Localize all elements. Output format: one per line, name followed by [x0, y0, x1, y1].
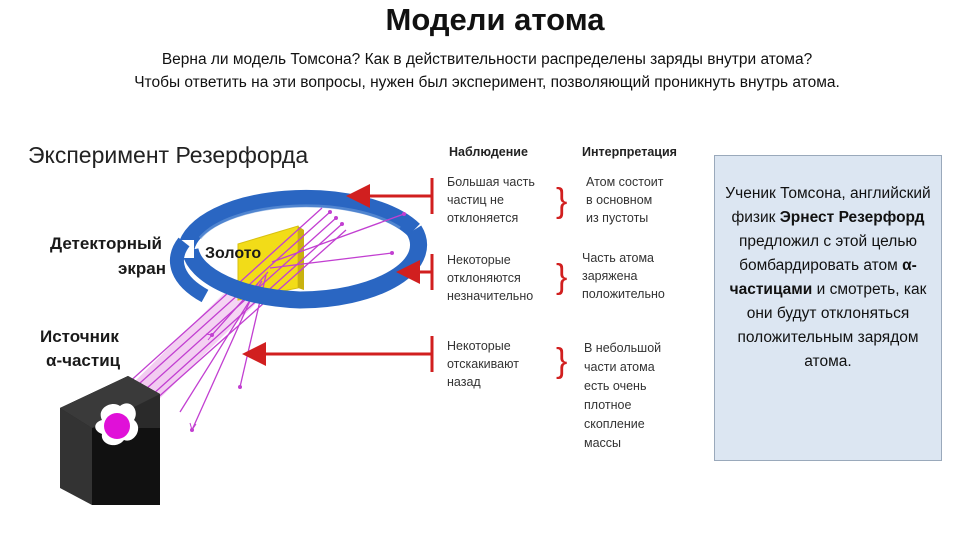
observation-arrows [242, 178, 434, 372]
row1-interpretation-3: из пустоты [586, 211, 648, 225]
row2-interpretation-3: положительно [582, 287, 665, 301]
row1-observation-3: отклоняется [447, 211, 518, 225]
braces: } } } [556, 182, 567, 380]
explanation-name: Эрнест Резерфорд [779, 209, 925, 226]
row3-interpretation-3: есть очень [584, 379, 646, 393]
row3-interpretation-1: В небольшой [584, 341, 661, 355]
detector-ring-back [177, 189, 420, 251]
row3-observation-1: Некоторые [447, 339, 511, 353]
row1-observation-1: Большая часть [447, 175, 535, 189]
rutherford-diagram: Эксперимент Резерфорда Наблюдение Интерп… [28, 142, 677, 505]
row2-interpretation-2: заряжена [582, 269, 637, 283]
row2-observation-3: незначительно [447, 289, 533, 303]
row1-interpretation-2: в основном [586, 193, 652, 207]
intro-text: Верна ли модель Томсона? Как в действите… [0, 48, 960, 94]
explanation-box: Ученик Томсона, английский физик Эрнест … [714, 155, 942, 461]
svg-text:}: } [556, 342, 567, 380]
detector-label-2: экран [118, 259, 166, 278]
column-observation: Наблюдение [449, 145, 528, 159]
row3-observation-2: отскакивают [447, 357, 519, 371]
column-interpretation: Интерпретация [582, 145, 677, 159]
intro-line-1: Верна ли модель Томсона? Как в действите… [161, 51, 813, 68]
row3-interpretation-5: скопление [584, 417, 645, 431]
explanation-text-2: предложил с этой целью бомбардировать ат… [738, 233, 918, 274]
svg-text:}: } [556, 182, 567, 220]
row3-interpretation-4: плотное [584, 398, 631, 412]
explanation-text-3: и смотреть, как они будут отклоняться по… [737, 281, 927, 370]
explanation-text-1: Ученик Томсона, английский физик [725, 185, 931, 226]
diagram-heading: Эксперимент Резерфорда [28, 142, 308, 168]
alpha-source-box [60, 376, 160, 505]
source-label-1: Источник [40, 327, 119, 346]
svg-text:}: } [556, 258, 567, 296]
intro-line-2: Чтобы ответить на эти вопросы, нужен был… [134, 74, 840, 91]
row3-interpretation-2: части атома [584, 360, 655, 374]
row3-interpretation-6: массы [584, 436, 621, 450]
explanation-alpha: α-частицами [729, 257, 917, 298]
row2-interpretation-1: Часть атома [582, 251, 654, 265]
alpha-source-particle-icon [104, 413, 130, 439]
page-title: Модели атома [385, 2, 605, 37]
detector-label-1: Детекторный [50, 234, 162, 253]
row1-interpretation-1: Атом состоит [586, 175, 664, 189]
gold-label: Золото [205, 245, 261, 262]
detector-ring-front [181, 225, 428, 309]
row1-observation-2: частиц не [447, 193, 504, 207]
row2-observation-1: Некоторые [447, 253, 511, 267]
row3-observation-3: назад [447, 375, 481, 389]
alpha-rays [125, 207, 405, 431]
row2-observation-2: отклоняются [447, 271, 521, 285]
source-label-2: α-частиц [46, 351, 121, 370]
